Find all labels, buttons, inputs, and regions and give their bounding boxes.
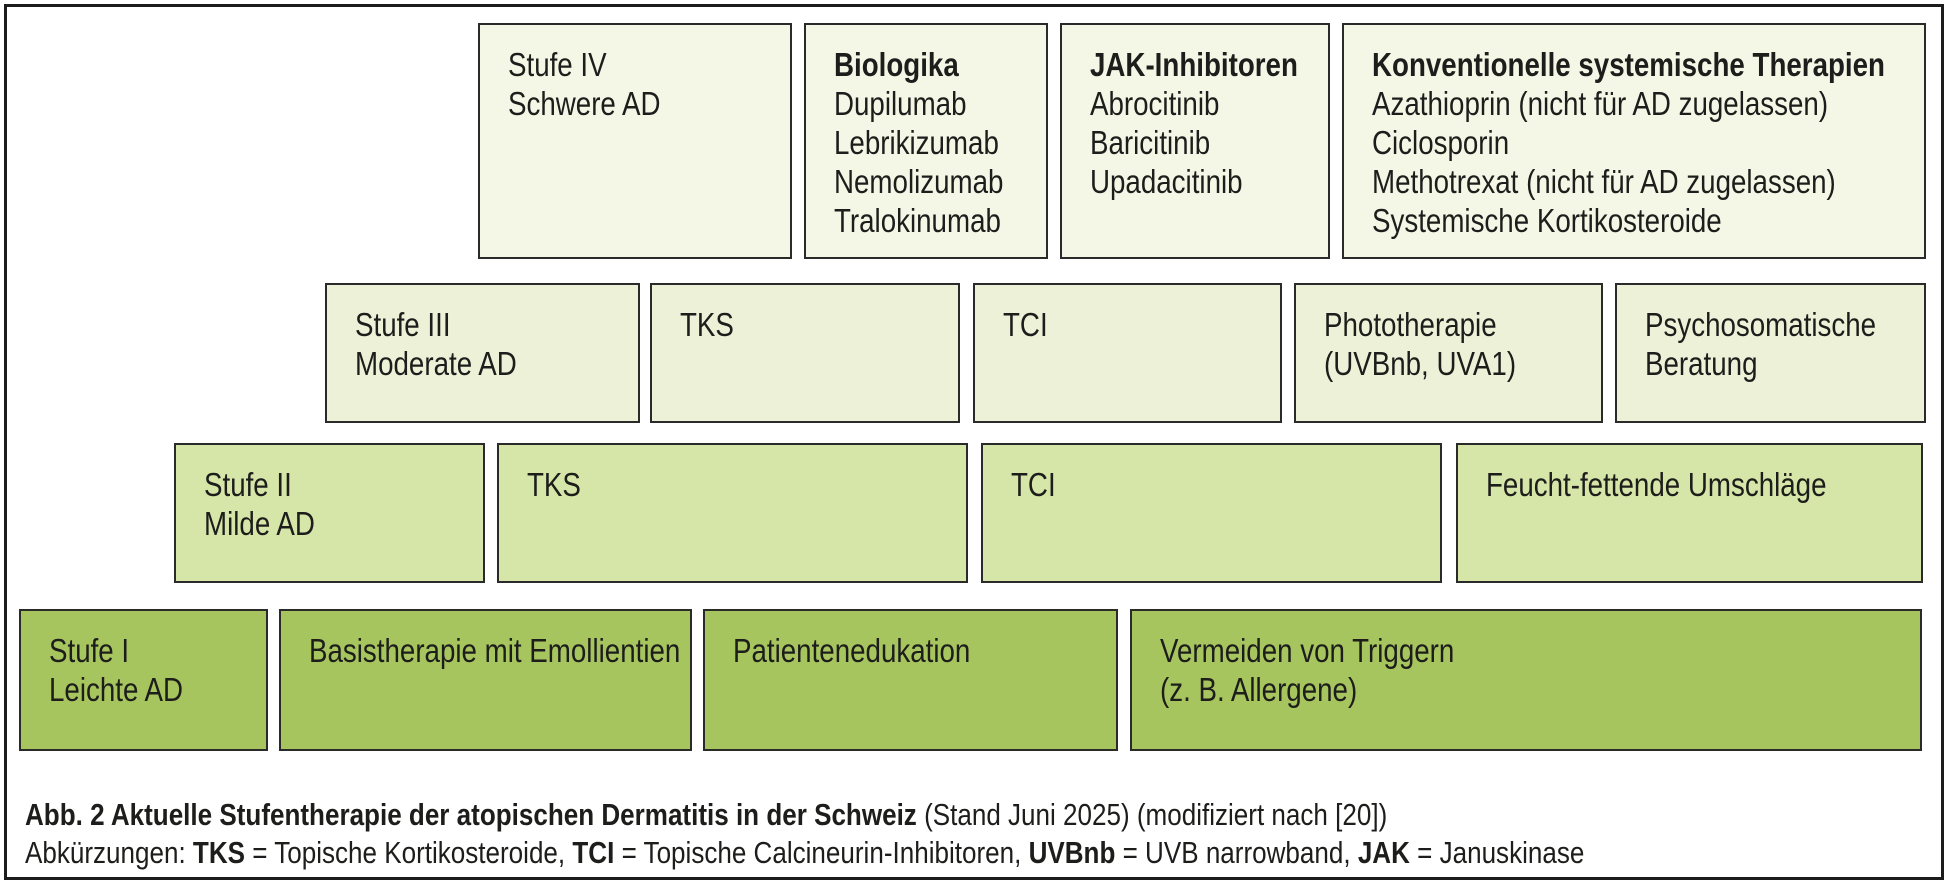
- box-tks-mild: TKS: [497, 443, 968, 583]
- box-tci-moderate: TCI: [973, 283, 1282, 423]
- box-basistherapie: Basistherapie mit Emollientien: [279, 609, 692, 751]
- caption-abbreviations-line: Abkürzungen: TKS = Topische Kortikostero…: [25, 835, 1585, 870]
- box-tks-moderate: TKS: [650, 283, 960, 423]
- caption-title-line: Abb. 2 Aktuelle Stufentherapie der atopi…: [25, 797, 1388, 832]
- box-patientenedukation: Patientenedukation: [703, 609, 1118, 751]
- box-tci-mild: TCI: [981, 443, 1442, 583]
- figure-caption: Abb. 2 Aktuelle Stufentherapie der atopi…: [25, 796, 1881, 872]
- box-phototherapie: Phototherapie(UVBnb, UVA1): [1294, 283, 1603, 423]
- box-feucht-fettende-umschlaege: Feucht-fettende Umschläge: [1456, 443, 1923, 583]
- figure-frame: [4, 4, 1944, 880]
- box-vermeiden-von-triggern: Vermeiden von Triggern(z. B. Allergene): [1130, 609, 1922, 751]
